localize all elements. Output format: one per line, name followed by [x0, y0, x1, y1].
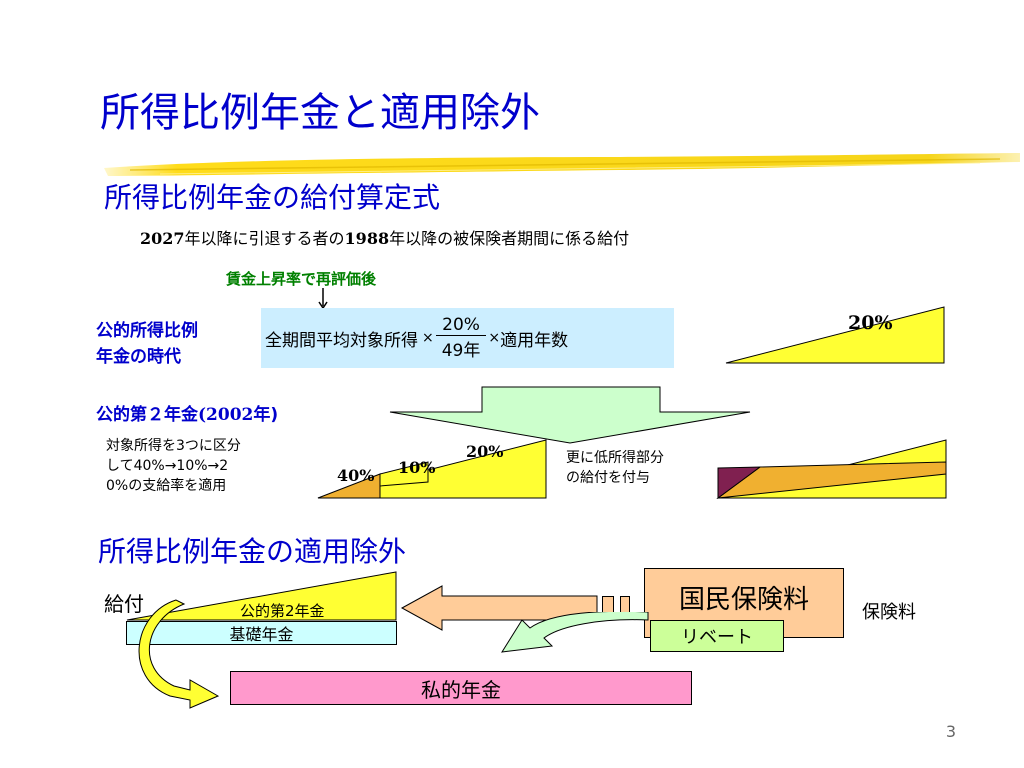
extra-benefit-note: 更に低所得部分 の給付を付与: [566, 448, 664, 488]
formula-fraction: 20% 49年: [436, 315, 487, 361]
subtitle-year1: 2027: [140, 229, 185, 248]
section2-heading: 所得比例年金の適用除外: [98, 535, 407, 568]
premium-label: 保険料: [862, 602, 916, 623]
section1-heading: 所得比例年金の給付算定式: [104, 181, 441, 214]
page-title: 所得比例年金と適用除外: [100, 90, 540, 136]
public-era-label: 公的所得比例 年金の時代: [96, 318, 198, 370]
private-pension-label: 私的年金: [421, 677, 501, 702]
extra-note-line2: の給付を付与: [566, 470, 650, 486]
split-note-line2: して40%→10%→2: [106, 458, 229, 474]
section1-subtitle: 2027年以降に引退する者の1988年以降の被保険者期間に係る給付: [140, 225, 629, 249]
formula-term1: 全期間平均対象所得: [265, 330, 418, 351]
tier-label-40: 40%: [337, 466, 375, 485]
second-pension-label-c: 年): [253, 405, 279, 425]
subtitle-mid1: 年以降に引退する者の: [184, 229, 345, 248]
rebate-label: リベート: [681, 627, 753, 648]
formula-numerator: 20%: [436, 315, 486, 336]
tier-label-20: 20%: [466, 442, 504, 461]
subtitle-year2: 1988: [344, 229, 390, 248]
extra-note-line1: 更に低所得部分: [566, 450, 664, 466]
formula-denominator: 49年: [441, 341, 481, 361]
rebate-box: リベート: [650, 620, 784, 652]
second-pension-2002-label: 公的第２年金(2002年): [96, 400, 278, 425]
split-note-line1: 対象所得を3つに区分: [106, 438, 241, 454]
private-pension-bar: 私的年金: [230, 671, 692, 705]
formula-box: 全期間平均対象所得 × 20% 49年 × 適用年数: [261, 308, 674, 368]
national-insurance-label: 国民保険料: [678, 585, 809, 615]
wedge-20-label: 20%: [848, 312, 893, 334]
second-pension-label: 公的第2年金: [240, 602, 325, 620]
tier-label-10: 10%: [398, 458, 436, 477]
public-era-label-line1: 公的所得比例: [96, 321, 198, 341]
page-number: 3: [945, 722, 956, 741]
public-era-label-line2: 年金の時代: [96, 347, 181, 367]
curved-arrow-icon: [138, 599, 220, 709]
basic-pension-label: 基礎年金: [229, 625, 294, 644]
benefit-label: 給付: [104, 592, 144, 616]
transition-arrow-icon: [389, 386, 751, 444]
split-note: 対象所得を3つに区分 して40%→10%→2 0%の支給率を適用: [106, 436, 241, 496]
second-pension-label-b: (2002: [198, 405, 254, 425]
formula-times-1: ×: [422, 330, 434, 346]
second-pension-wedge: [126, 571, 397, 621]
wedge-20-diagram: [725, 306, 945, 364]
low-income-wedge-diagram: [716, 439, 947, 499]
tiered-wedge-diagram: [317, 439, 547, 499]
rebate-arrow-icon: [501, 612, 649, 653]
revaluation-note: 賃金上昇率で再評価後: [226, 270, 377, 288]
formula-times-2: ×: [488, 330, 501, 346]
down-arrow-icon: [318, 288, 328, 310]
title-underline-stroke: [104, 153, 1020, 176]
formula-term2: 適用年数: [500, 330, 569, 351]
subtitle-mid2: 年以降の被保険者期間に係る給付: [389, 229, 630, 248]
split-note-line3: 0%の支給率を適用: [106, 478, 227, 494]
basic-pension-bar: 基礎年金: [126, 621, 397, 645]
second-pension-label-a: 公的第２年金: [96, 405, 198, 425]
